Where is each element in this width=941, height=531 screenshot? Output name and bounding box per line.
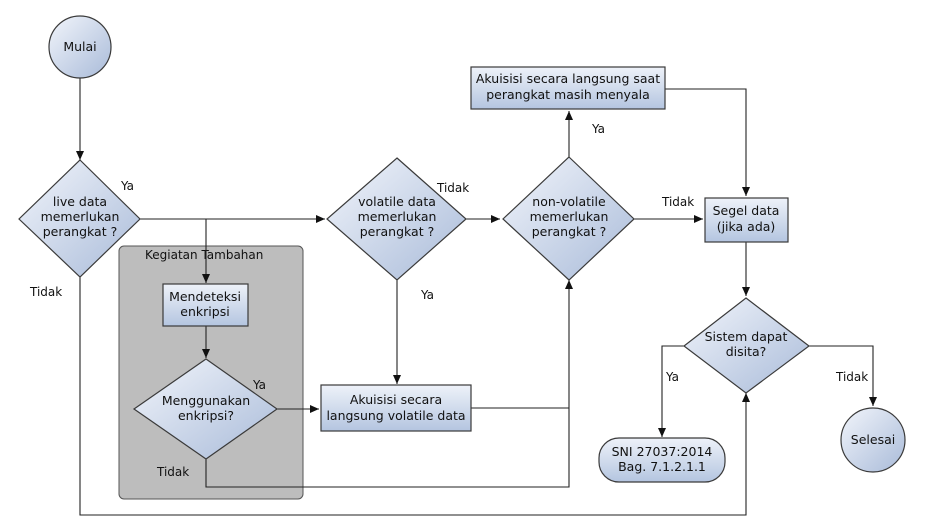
akuisisi-langsung-line1: Akuisisi secara langsung saat <box>476 71 660 86</box>
label-menggunakan-ya: Ya <box>252 378 266 392</box>
node-akuisisi-volatile: Akuisisi secara langsung volatile data <box>320 384 472 432</box>
sistem-q-line2: disita? <box>726 344 767 359</box>
node-mulai-label: Mulai <box>63 39 96 54</box>
label-live-ya: Ya <box>120 179 134 193</box>
node-nonvolatile-question: non-volatile memerlukan perangkat ? <box>502 156 635 281</box>
akuisisi-volatile-line2: langsung volatile data <box>326 408 465 423</box>
sni-line2: Bag. 7.1.2.1.1 <box>618 459 706 474</box>
label-menggunakan-tidak: Tidak <box>156 465 189 479</box>
node-segel-data: Segel data (jika ada) <box>704 197 789 243</box>
edge-sistem-sni <box>658 345 684 437</box>
node-mendeteksi-enkripsi: Mendeteksi enkripsi <box>162 283 249 327</box>
label-sistem-ya: Ya <box>665 370 679 384</box>
menggunakan-line1: Menggunakan <box>162 393 250 408</box>
mendeteksi-line1: Mendeteksi <box>169 289 241 304</box>
label-volatile-tidak: Tidak <box>436 181 469 195</box>
live-q-line2: memerlukan <box>41 209 120 224</box>
edge-sistem-selesai <box>809 345 877 406</box>
edge-akuisisi-segel <box>665 88 750 196</box>
node-mulai: Mulai <box>48 15 112 79</box>
node-volatile-data-question: volatile data memerlukan perangkat ? <box>326 157 467 281</box>
label-nonvolatile-tidak: Tidak <box>661 195 694 209</box>
label-sistem-tidak: Tidak <box>835 370 868 384</box>
label-volatile-ya: Ya <box>420 288 434 302</box>
label-nonvolatile-ya: Ya <box>591 122 605 136</box>
sni-line1: SNI 27037:2014 <box>612 444 713 459</box>
nonvolatile-q-line2: memerlukan <box>530 209 609 224</box>
group-title: Kegiatan Tambahan <box>145 248 263 262</box>
edge-menggunakan-tidak <box>205 280 573 488</box>
node-menggunakan-enkripsi-question: Menggunakan enkripsi? <box>132 358 279 460</box>
akuisisi-langsung-line2: perangkat masih menyala <box>486 87 650 102</box>
akuisisi-volatile-line1: Akuisisi secara <box>350 392 442 407</box>
live-q-line1: live data <box>53 194 107 209</box>
label-live-tidak: Tidak <box>29 285 62 299</box>
node-selesai-label: Selesai <box>851 432 895 447</box>
segel-line1: Segel data <box>713 203 780 218</box>
node-sni-reference: SNI 27037:2014 Bag. 7.1.2.1.1 <box>598 437 726 483</box>
volatile-q-line2: memerlukan <box>358 209 437 224</box>
nonvolatile-q-line3: perangkat ? <box>532 224 606 239</box>
node-akuisisi-langsung: Akuisisi secara langsung saat perangkat … <box>470 66 666 110</box>
node-selesai: Selesai <box>840 407 906 473</box>
edge-live-tidak <box>79 277 750 516</box>
node-live-data-question: live data memerlukan perangkat ? <box>18 159 141 278</box>
nonvolatile-q-line1: non-volatile <box>532 194 606 209</box>
mendeteksi-line2: enkripsi <box>180 304 229 319</box>
segel-line2: (jika ada) <box>717 219 776 234</box>
sistem-q-line1: Sistem dapat <box>705 329 788 344</box>
node-sistem-disita-question: Sistem dapat disita? <box>683 297 810 394</box>
volatile-q-line3: perangkat ? <box>360 224 434 239</box>
menggunakan-line2: enkripsi? <box>178 408 234 423</box>
volatile-q-line1: volatile data <box>358 194 436 209</box>
live-q-line3: perangkat ? <box>43 224 117 239</box>
